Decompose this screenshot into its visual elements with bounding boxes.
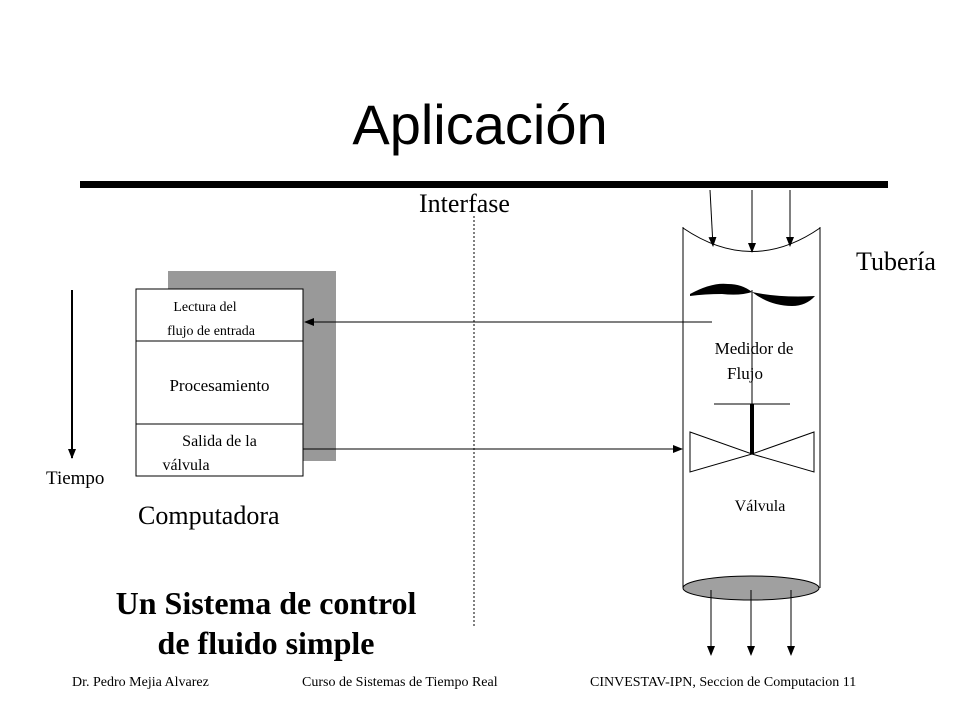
tiempo-label: Tiempo: [46, 468, 105, 489]
valve-body: [689, 431, 815, 473]
flow-meter-label-line2: Flujo: [727, 364, 763, 383]
valve-label: Válvula: [734, 498, 786, 515]
flow-meter-blade-right: [752, 292, 815, 306]
step-output-line2: válvula: [162, 457, 210, 474]
title-rule: [80, 181, 888, 188]
computer-box: [135, 288, 304, 477]
bottom-title-line1: Un Sistema de control: [115, 585, 417, 621]
flow-meter-label-line1: Medidor de: [714, 339, 794, 358]
step-read-line1: Lectura del: [173, 300, 237, 315]
footer-institution: CINVESTAV-IPN, Seccion de Computacion 11: [590, 675, 857, 690]
bottom-title-line2: de fluido simple: [157, 625, 375, 661]
interfase-label: Interfase: [419, 189, 510, 218]
footer-course: Curso de Sistemas de Tiempo Real: [302, 675, 498, 690]
flow-in-arrow-1: [708, 189, 717, 247]
step-read-line2: flujo de entrada: [167, 324, 255, 339]
step-output-line1: Salida de la: [182, 433, 257, 450]
tuberia-label: Tubería: [856, 247, 936, 276]
computadora-label: Computadora: [138, 501, 280, 530]
footer-author: Dr. Pedro Mejia Alvarez: [72, 675, 209, 690]
flow-meter-blade-left: [690, 283, 752, 296]
step-process: Procesamiento: [169, 376, 270, 395]
slide-title: Aplicación: [352, 93, 608, 156]
